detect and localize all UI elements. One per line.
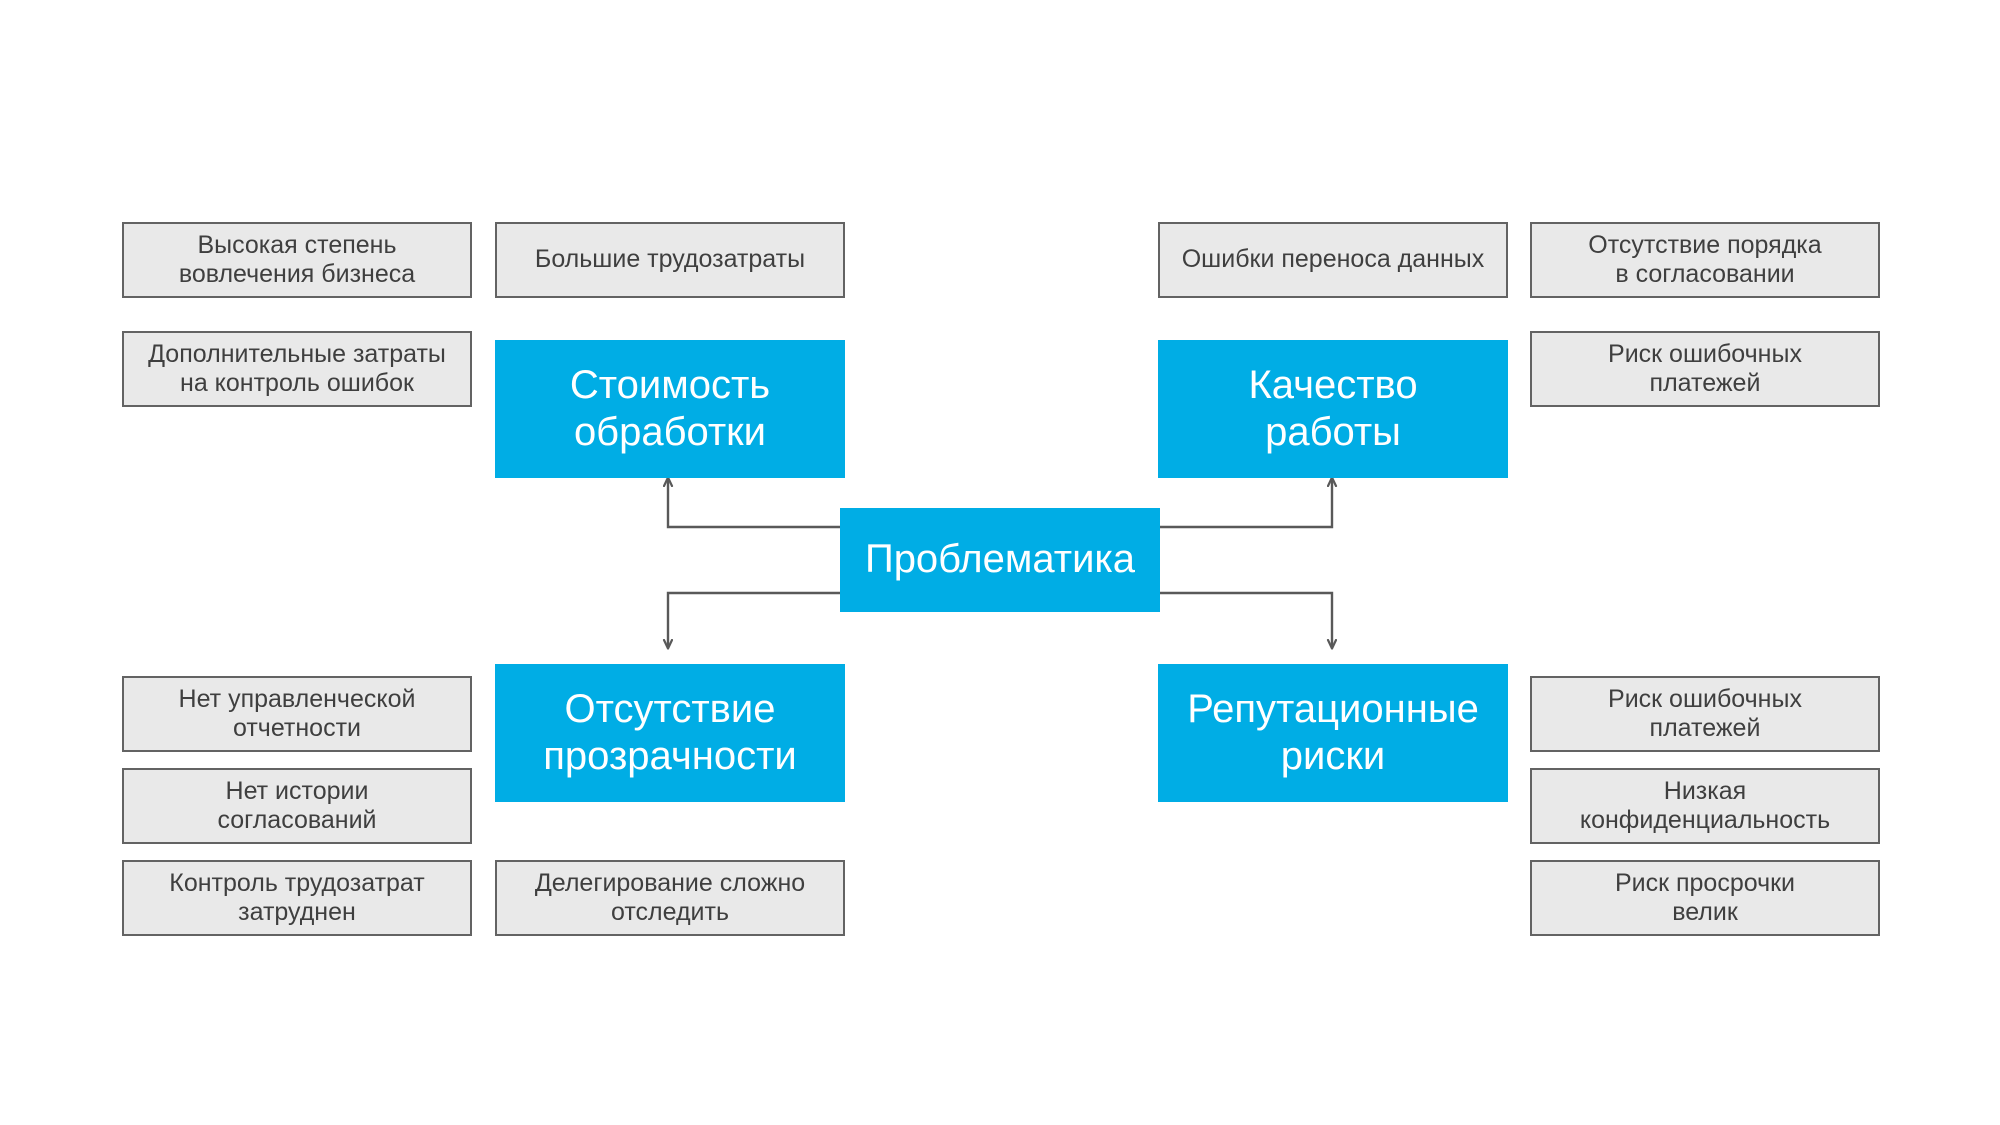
connector-center-to-quality bbox=[1160, 478, 1332, 529]
factor-box-low-confidentiality[interactable]: Низкая конфиденциальность bbox=[1530, 768, 1880, 844]
factor-box-no-approval-history[interactable]: Нет истории согласований bbox=[122, 768, 472, 844]
factor-box-erroneous-payments-risk-top[interactable]: Риск ошибочных платежей bbox=[1530, 331, 1880, 407]
branch-label: Отсутствие прозрачности bbox=[543, 686, 797, 778]
factor-box-high-business-involvement[interactable]: Высокая степень вовлечения бизнеса bbox=[122, 222, 472, 298]
factor-box-high-overdue-risk[interactable]: Риск просрочки велик bbox=[1530, 860, 1880, 936]
connector-center-to-reputation bbox=[1160, 591, 1332, 648]
branch-label: Стоимость обработки bbox=[569, 362, 771, 454]
factor-label: Нет истории согласований bbox=[217, 776, 377, 835]
factor-box-labor-control-difficult[interactable]: Контроль трудозатрат затруднен bbox=[122, 860, 472, 936]
factor-label: Большие трудозатраты bbox=[534, 245, 806, 274]
branch-label: Качество работы bbox=[1248, 362, 1418, 454]
connector-center-to-transparency bbox=[668, 591, 840, 648]
factor-label: Риск ошибочных платежей bbox=[1608, 339, 1802, 398]
branch-box-work-quality[interactable]: Качество работы bbox=[1158, 340, 1508, 478]
factor-label: Нет управленческой отчетности bbox=[178, 684, 416, 743]
branch-box-lack-of-transparency[interactable]: Отсутствие прозрачности bbox=[495, 664, 845, 802]
factor-box-high-labor-costs[interactable]: Большие трудозатраты bbox=[495, 222, 845, 298]
factor-label: Отсутствие порядка в согласовании bbox=[1588, 230, 1822, 289]
factor-label: Высокая степень вовлечения бизнеса bbox=[178, 230, 416, 289]
branch-box-processing-cost[interactable]: Стоимость обработки bbox=[495, 340, 845, 478]
factor-label: Контроль трудозатрат затруднен bbox=[169, 868, 425, 927]
factor-box-no-management-reporting[interactable]: Нет управленческой отчетности bbox=[122, 676, 472, 752]
factor-label: Дополнительные затраты на контроль ошибо… bbox=[148, 339, 446, 398]
factor-label: Риск ошибочных платежей bbox=[1608, 684, 1802, 743]
factor-box-delegation-hard-to-track[interactable]: Делегирование сложно отследить bbox=[495, 860, 845, 936]
branch-box-reputational-risks[interactable]: Репутационные риски bbox=[1158, 664, 1508, 802]
factor-box-erroneous-payments-risk-bottom[interactable]: Риск ошибочных платежей bbox=[1530, 676, 1880, 752]
factor-label: Делегирование сложно отследить bbox=[534, 868, 806, 927]
center-label: Проблематика bbox=[864, 537, 1136, 582]
factor-box-no-approval-order[interactable]: Отсутствие порядка в согласовании bbox=[1530, 222, 1880, 298]
factor-label: Ошибки переноса данных bbox=[1181, 245, 1485, 274]
factor-label: Риск просрочки велик bbox=[1614, 868, 1796, 927]
factor-box-data-transfer-errors[interactable]: Ошибки переноса данных bbox=[1158, 222, 1508, 298]
branch-label: Репутационные риски bbox=[1187, 686, 1479, 778]
connector-center-to-cost bbox=[668, 478, 840, 529]
factor-box-extra-error-control-costs[interactable]: Дополнительные затраты на контроль ошибо… bbox=[122, 331, 472, 407]
center-box-problem-statement[interactable]: Проблематика bbox=[840, 508, 1160, 612]
factor-label: Низкая конфиденциальность bbox=[1579, 776, 1831, 835]
